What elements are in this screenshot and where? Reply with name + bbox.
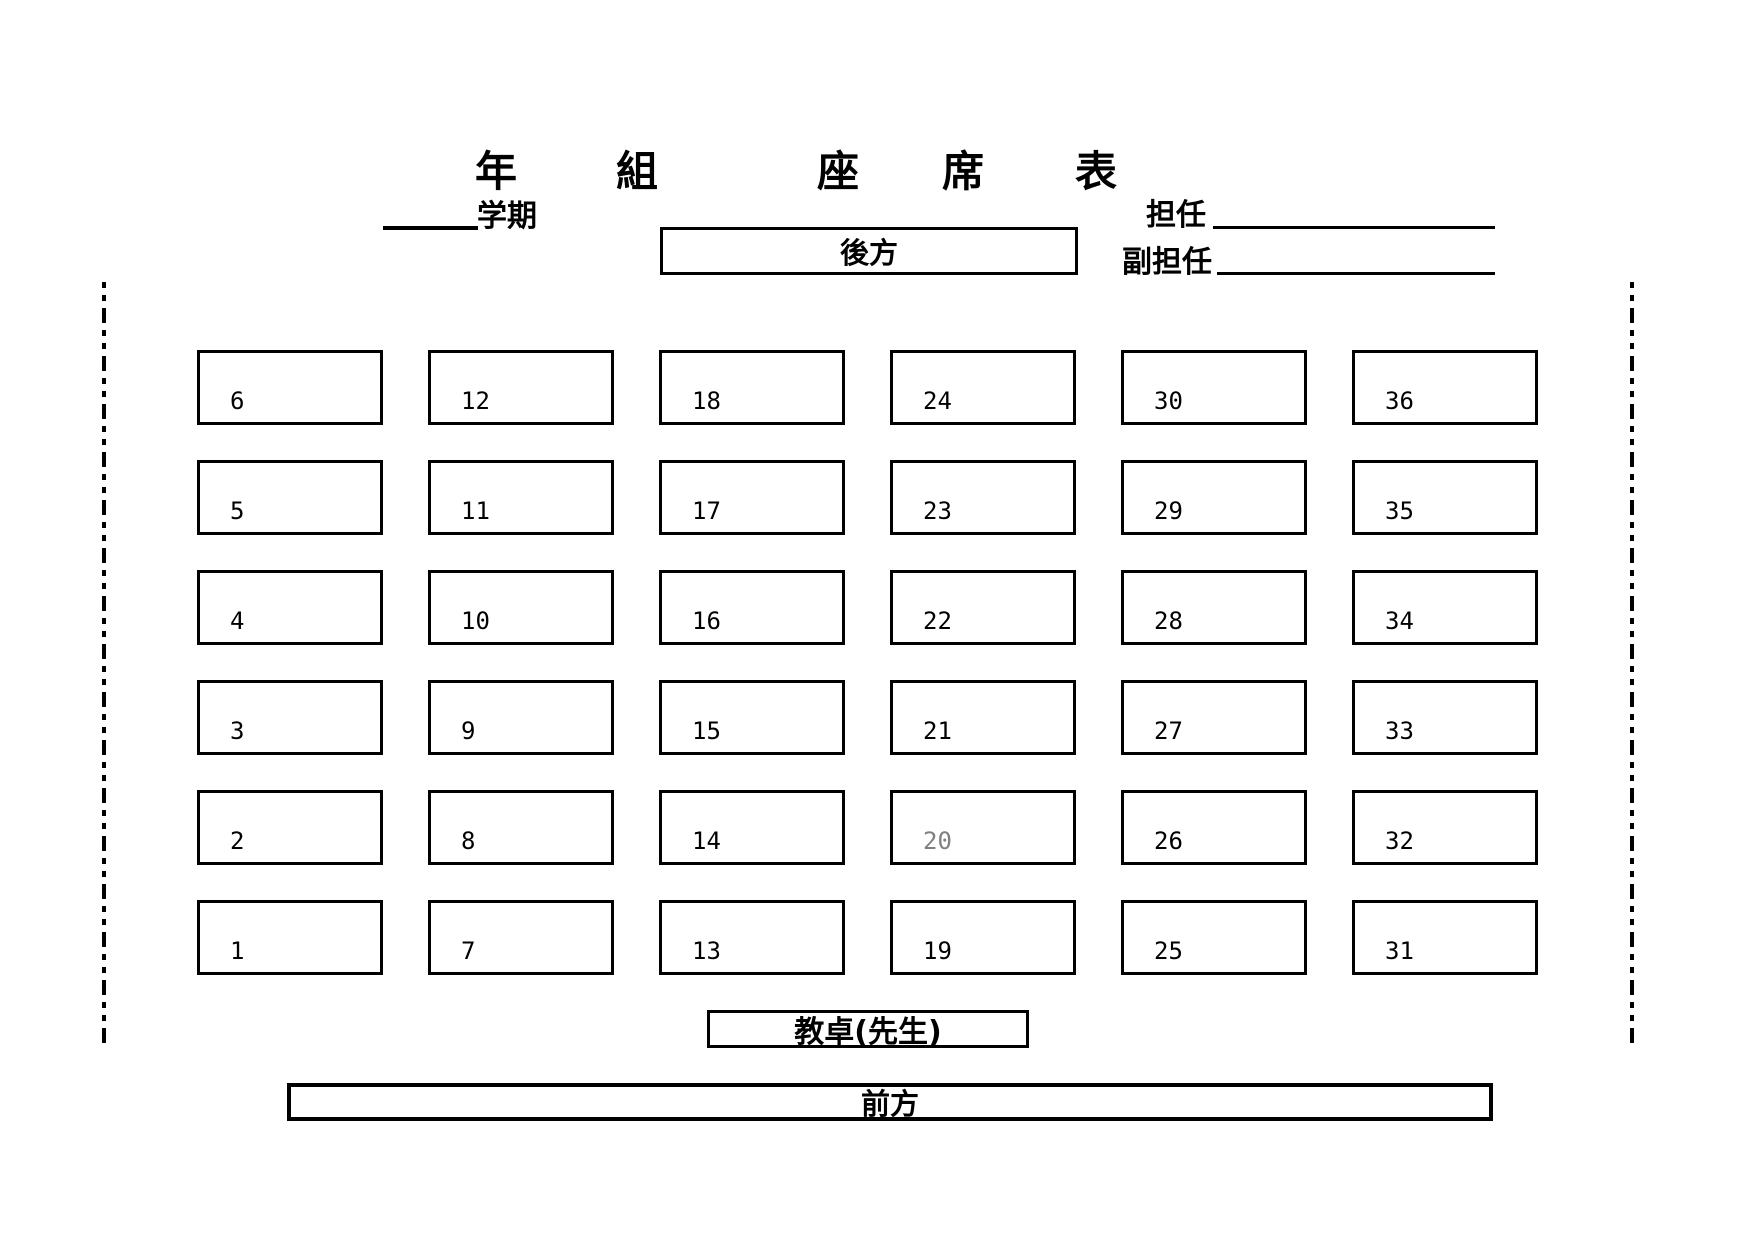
seat-box[interactable]: 35 [1352, 460, 1538, 535]
seat-box[interactable]: 18 [659, 350, 845, 425]
seat-box[interactable]: 17 [659, 460, 845, 535]
seat-number: 7 [461, 937, 476, 965]
assistant-teacher-label: 副担任 [1122, 245, 1212, 280]
seat-number: 26 [1154, 827, 1183, 855]
seat-box[interactable]: 33 [1352, 680, 1538, 755]
seat-box[interactable]: 31 [1352, 900, 1538, 975]
front-of-room-label: 前方 [860, 1087, 919, 1121]
seat-box[interactable]: 32 [1352, 790, 1538, 865]
homeroom-teacher-blank-field[interactable] [1213, 226, 1495, 229]
seat-box[interactable]: 8 [428, 790, 614, 865]
seat-box[interactable]: 24 [890, 350, 1076, 425]
seat-box[interactable]: 21 [890, 680, 1076, 755]
seat-box[interactable]: 13 [659, 900, 845, 975]
seat-box[interactable]: 10 [428, 570, 614, 645]
seat-number: 17 [692, 497, 721, 525]
seat-box[interactable]: 27 [1121, 680, 1307, 755]
seat-number: 19 [923, 937, 952, 965]
seat-number: 27 [1154, 717, 1183, 745]
teacher-desk-box: 教卓(先生) [707, 1010, 1029, 1050]
seat-box[interactable]: 19 [890, 900, 1076, 975]
seat-box[interactable]: 2 [197, 790, 383, 865]
seat-number: 9 [461, 717, 476, 745]
back-of-room-box: 後方 [660, 227, 1078, 275]
right-cut-line [1630, 282, 1634, 1045]
seat-number: 3 [230, 717, 245, 745]
seat-box[interactable]: 26 [1121, 790, 1307, 865]
seat-box[interactable]: 4 [197, 570, 383, 645]
seat-number: 30 [1154, 387, 1183, 415]
seat-number: 31 [1385, 937, 1414, 965]
seat-box[interactable]: 25 [1121, 900, 1307, 975]
teacher-desk-label: 教卓(先生) [794, 1015, 942, 1050]
seat-number: 18 [692, 387, 721, 415]
seat-box[interactable]: 34 [1352, 570, 1538, 645]
seat-box[interactable]: 5 [197, 460, 383, 535]
seat-number: 21 [923, 717, 952, 745]
seat-box[interactable]: 11 [428, 460, 614, 535]
seat-box[interactable]: 16 [659, 570, 845, 645]
seat-number: 11 [461, 497, 490, 525]
title-char-class: 組 [615, 147, 659, 196]
seat-number: 14 [692, 827, 721, 855]
seat-number: 22 [923, 607, 952, 635]
seat-number: 32 [1385, 827, 1414, 855]
homeroom-teacher-label: 担任 [1146, 198, 1206, 233]
seat-box[interactable]: 28 [1121, 570, 1307, 645]
seat-number: 6 [230, 387, 245, 415]
seat-number: 2 [230, 827, 245, 855]
seat-box[interactable]: 6 [197, 350, 383, 425]
seat-number: 24 [923, 387, 952, 415]
seat-box[interactable]: 30 [1121, 350, 1307, 425]
seat-number: 10 [461, 607, 490, 635]
page-title: 年 組 座 席 表 [0, 138, 1754, 196]
seat-number: 1 [230, 937, 245, 965]
seat-box[interactable]: 12 [428, 350, 614, 425]
assistant-teacher-blank-field[interactable] [1217, 272, 1495, 275]
seat-box[interactable]: 1 [197, 900, 383, 975]
seat-number: 5 [230, 497, 245, 525]
seat-number: 33 [1385, 717, 1414, 745]
seat-number: 16 [692, 607, 721, 635]
title-char-seat: 座 [816, 147, 860, 196]
seat-number: 12 [461, 387, 490, 415]
seat-number: 20 [923, 827, 952, 855]
seat-number: 29 [1154, 497, 1183, 525]
title-char-year: 年 [474, 147, 518, 196]
seat-number: 36 [1385, 387, 1414, 415]
back-of-room-label: 後方 [839, 236, 898, 270]
seat-box[interactable]: 20 [890, 790, 1076, 865]
title-char-seat2: 席 [941, 147, 985, 196]
seat-box[interactable]: 3 [197, 680, 383, 755]
seat-number: 13 [692, 937, 721, 965]
seat-box[interactable]: 15 [659, 680, 845, 755]
title-char-chart: 表 [1074, 147, 1118, 196]
seat-box[interactable]: 36 [1352, 350, 1538, 425]
seat-number: 28 [1154, 607, 1183, 635]
front-of-room-box: 前方 [287, 1083, 1493, 1121]
seat-box[interactable]: 9 [428, 680, 614, 755]
seat-number: 15 [692, 717, 721, 745]
seat-number: 23 [923, 497, 952, 525]
seat-number: 4 [230, 607, 245, 635]
left-cut-line [102, 282, 106, 1045]
seat-box[interactable]: 23 [890, 460, 1076, 535]
seat-number: 35 [1385, 497, 1414, 525]
seat-box[interactable]: 22 [890, 570, 1076, 645]
seat-box[interactable]: 7 [428, 900, 614, 975]
seat-box[interactable]: 29 [1121, 460, 1307, 535]
seat-number: 34 [1385, 607, 1414, 635]
seat-box[interactable]: 14 [659, 790, 845, 865]
semester-blank-field[interactable] [383, 226, 478, 230]
seat-number: 8 [461, 827, 476, 855]
semester-label: 学期 [477, 199, 537, 234]
seat-number: 25 [1154, 937, 1183, 965]
